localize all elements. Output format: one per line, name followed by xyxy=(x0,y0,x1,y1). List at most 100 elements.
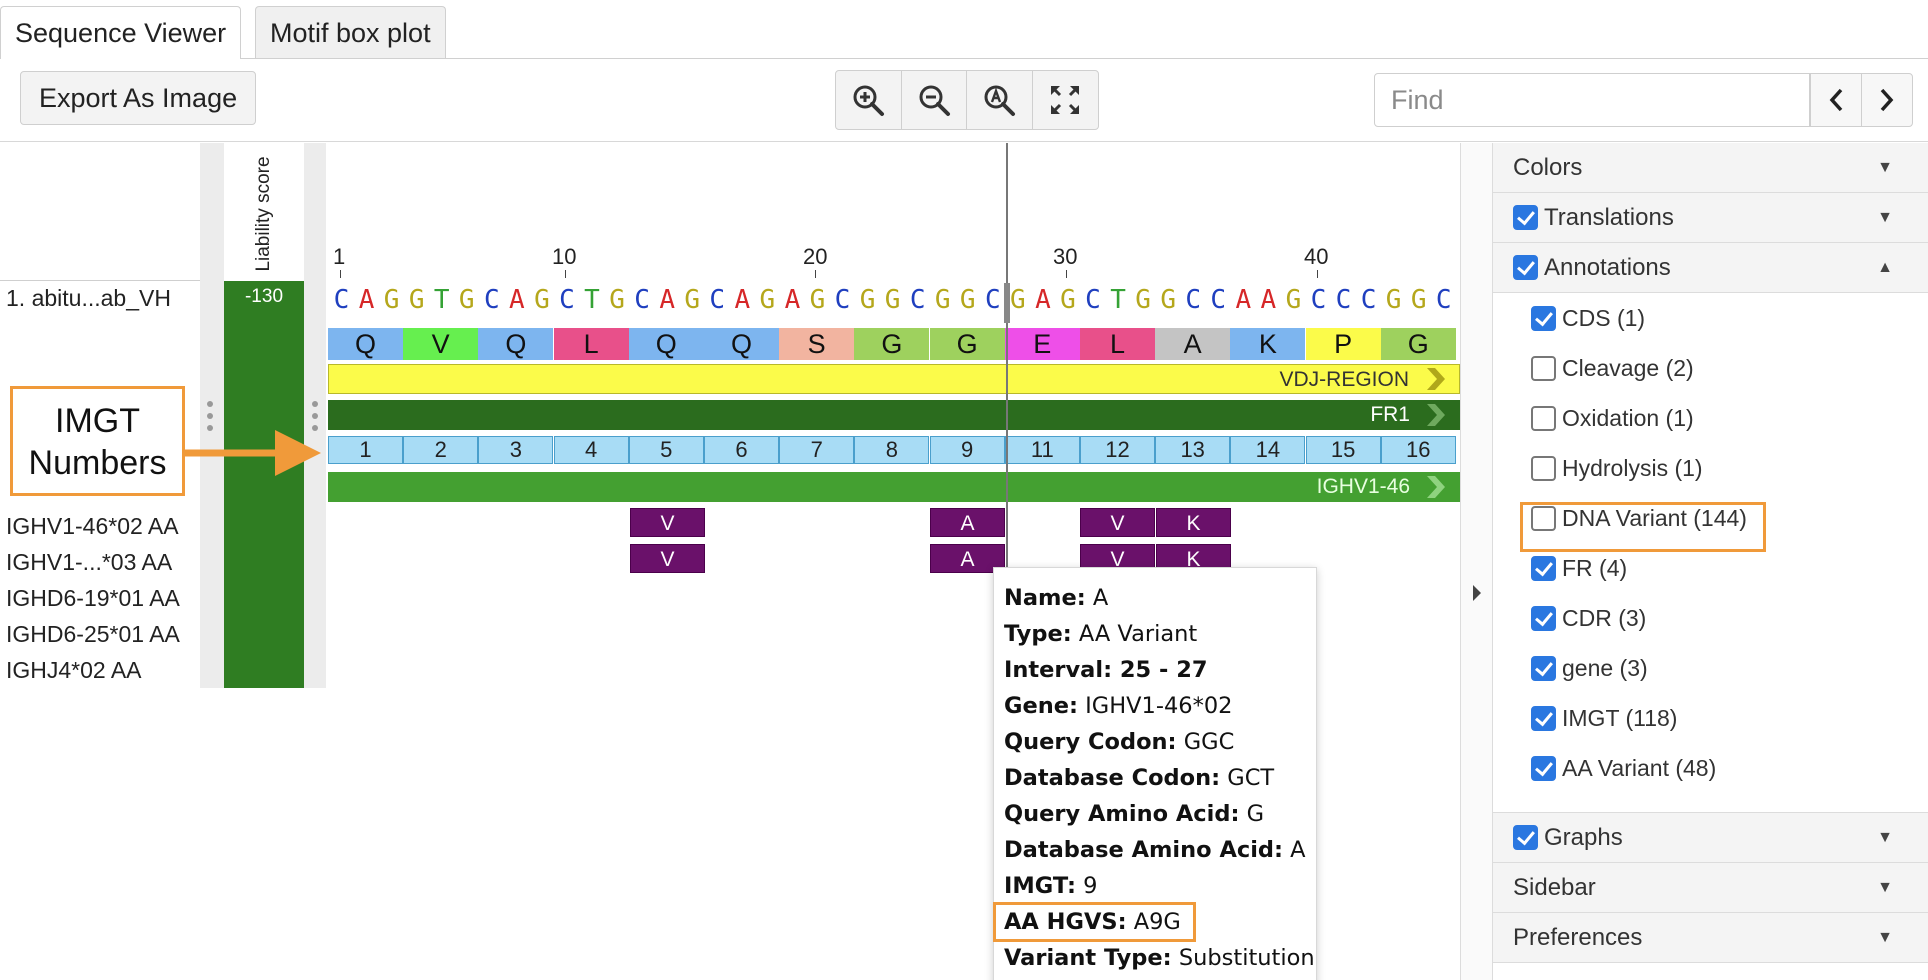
nucleotide: G xyxy=(1410,285,1427,315)
zoom-out-button[interactable] xyxy=(902,71,967,129)
tooltip-row-variant-type: Variant Type: Substitution xyxy=(1004,945,1315,971)
nucleotide: T xyxy=(1110,285,1126,315)
annotation-label: DNA Variant (144) xyxy=(1562,505,1747,531)
nucleotide: C xyxy=(634,285,650,315)
sequence-name[interactable]: 1. abitu...ab_VH xyxy=(6,285,171,311)
tooltip-row-imgt: IMGT: 9 xyxy=(1004,873,1098,899)
imgt-number-cell: 2 xyxy=(403,436,479,464)
annotation-checkbox[interactable] xyxy=(1531,306,1556,331)
annotation-checkbox[interactable] xyxy=(1531,556,1556,581)
annotation-checkbox[interactable] xyxy=(1531,606,1556,631)
nucleotide: G xyxy=(959,285,976,315)
annotation-toggle-cdr[interactable]: CDR (3) xyxy=(1531,605,1646,632)
find-previous-button[interactable] xyxy=(1810,73,1862,127)
imgt-number-cell: 5 xyxy=(628,436,704,464)
annotation-toggle-fr[interactable]: FR (4) xyxy=(1531,555,1627,582)
caret-down-icon: ▼ xyxy=(1877,209,1893,226)
annotation-toggle-imgt[interactable]: IMGT (118) xyxy=(1531,705,1677,732)
annotation-checkbox[interactable] xyxy=(1531,656,1556,681)
nucleotide: G xyxy=(1285,285,1302,315)
annotation-checkbox[interactable] xyxy=(1531,456,1556,481)
amino-acid-cell: K xyxy=(1230,328,1306,360)
annotation-checkbox[interactable] xyxy=(1531,406,1556,431)
header-divider xyxy=(0,280,200,281)
imgt-number-cell: 9 xyxy=(929,436,1005,464)
translations-checkbox[interactable] xyxy=(1513,205,1538,230)
panel-collapse-strip[interactable] xyxy=(1460,143,1492,980)
nucleotide: G xyxy=(383,285,400,315)
aa-variant-marker[interactable]: A xyxy=(930,508,1005,537)
fit-to-screen-button[interactable] xyxy=(1033,71,1099,129)
zoom-reset-button[interactable] xyxy=(967,71,1033,129)
export-as-image-button[interactable]: Export As Image xyxy=(20,71,257,125)
amino-acid-cell: V xyxy=(403,328,479,360)
find-input[interactable] xyxy=(1374,73,1810,127)
zoom-reset-icon xyxy=(984,85,1016,116)
section-graphs[interactable]: Graphs ▼ xyxy=(1493,813,1928,863)
aa-variant-marker[interactable]: V xyxy=(1080,508,1155,537)
nucleotide: A xyxy=(509,285,525,315)
annotation-label: AA Variant (48) xyxy=(1562,755,1717,781)
fr1-annotation[interactable]: FR1 xyxy=(328,400,1460,430)
fr1-label: FR1 xyxy=(1370,403,1410,426)
ruler-tick xyxy=(565,270,566,278)
tab-motif-box-plot[interactable]: Motif box plot xyxy=(255,6,446,58)
imgt-number-cell: 3 xyxy=(478,436,554,464)
annotation-checkbox[interactable] xyxy=(1531,506,1556,531)
annotation-toggle-dna-variant[interactable]: DNA Variant (144) xyxy=(1531,505,1747,532)
annotation-checkbox[interactable] xyxy=(1531,356,1556,381)
imgt-number-cell: 15 xyxy=(1305,436,1381,464)
annotation-toggle-cds[interactable]: CDS (1) xyxy=(1531,305,1645,332)
amino-acid-cell: L xyxy=(553,328,629,360)
drag-handle-icon[interactable] xyxy=(206,398,214,434)
gene-direction-chevron-icon xyxy=(1427,476,1445,498)
nucleotide: C xyxy=(909,285,926,315)
annotation-label: Oxidation (1) xyxy=(1562,405,1694,431)
amino-acid-cell: G xyxy=(1380,328,1456,360)
annotation-label: FR (4) xyxy=(1562,555,1628,581)
section-sidebar[interactable]: Sidebar ▼ xyxy=(1493,863,1928,913)
section-colors[interactable]: Colors ▼ xyxy=(1493,143,1928,193)
drag-handle-icon-2[interactable] xyxy=(311,398,319,434)
caret-down-icon: ▼ xyxy=(1877,159,1893,176)
gene-annotation[interactable]: IGHV1-46 xyxy=(328,472,1460,502)
annotation-label: Hydrolysis (1) xyxy=(1562,455,1703,481)
nucleotide: C xyxy=(1435,285,1452,315)
ruler-tick xyxy=(1317,270,1318,278)
annotation-toggle-gene[interactable]: gene (3) xyxy=(1531,655,1648,682)
annotation-toggle-hydrolysis[interactable]: Hydrolysis (1) xyxy=(1531,455,1703,482)
caret-up-icon: ▲ xyxy=(1877,259,1893,276)
caret-down-icon: ▼ xyxy=(1877,879,1893,896)
aa-variant-marker[interactable]: V xyxy=(630,508,705,537)
zoom-in-button[interactable] xyxy=(836,71,902,129)
tab-sequence-viewer[interactable]: Sequence Viewer xyxy=(0,6,242,59)
aa-variant-marker[interactable]: A xyxy=(930,544,1005,573)
nucleotide: A xyxy=(784,285,801,315)
amino-acid-cell: L xyxy=(1080,328,1155,360)
section-annotations[interactable]: Annotations ▲ xyxy=(1493,243,1928,293)
graphs-checkbox[interactable] xyxy=(1513,825,1538,850)
aa-variant-marker[interactable]: K xyxy=(1156,508,1231,537)
find-next-button[interactable] xyxy=(1861,73,1913,127)
nucleotide: G xyxy=(1135,285,1151,315)
section-preferences[interactable]: Preferences ▼ xyxy=(1493,913,1928,963)
nucleotide: G xyxy=(1385,285,1402,315)
annotation-checkbox[interactable] xyxy=(1531,706,1556,731)
section-translations[interactable]: Translations ▼ xyxy=(1493,193,1928,243)
annotation-toggle-oxidation[interactable]: Oxidation (1) xyxy=(1531,405,1694,432)
annotation-toggle-cleavage[interactable]: Cleavage (2) xyxy=(1531,355,1694,382)
track-label: IGHJ4*02 AA xyxy=(6,657,142,683)
nucleotide: A xyxy=(659,285,675,315)
aa-hgvs-highlight xyxy=(993,902,1196,942)
aa-variant-marker[interactable]: V xyxy=(630,544,705,573)
vdj-region-annotation[interactable]: VDJ-REGION xyxy=(328,364,1460,394)
annotations-checkbox[interactable] xyxy=(1513,255,1538,280)
export-label: Export As Image xyxy=(39,83,238,113)
imgt-number-cell: 8 xyxy=(854,436,930,464)
amino-acid-cell: P xyxy=(1305,328,1381,360)
imgt-number-cell: 1 xyxy=(328,436,403,464)
annotation-checkbox[interactable] xyxy=(1531,756,1556,781)
annotation-toggle-aa-variant[interactable]: AA Variant (48) xyxy=(1531,755,1716,782)
caret-down-icon: ▼ xyxy=(1877,929,1893,946)
vdj-direction-chevron-icon xyxy=(1427,368,1445,390)
